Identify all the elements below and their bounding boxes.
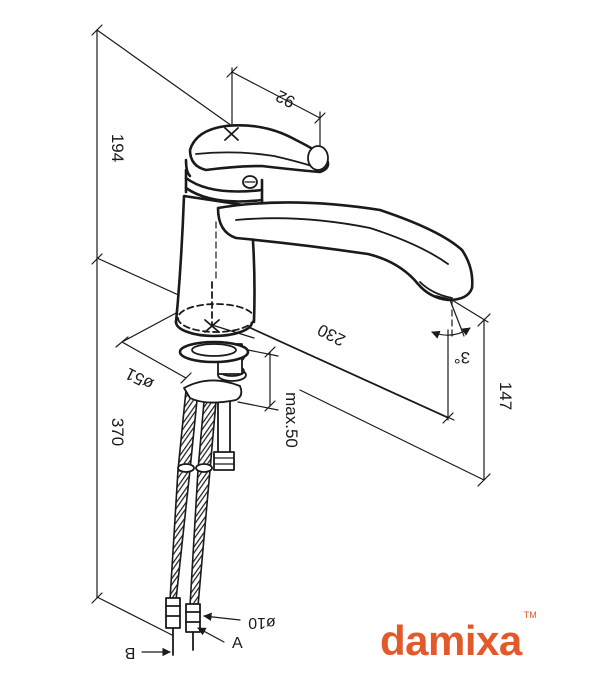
below-counter-label: 370 bbox=[108, 418, 127, 446]
brand-name: damixa bbox=[380, 617, 522, 664]
overall-height-label: 194 bbox=[108, 134, 127, 162]
sealing-ring bbox=[178, 340, 250, 364]
max-thickness-label: max.50 bbox=[282, 392, 301, 448]
hose-diameter-label: ø10 bbox=[248, 614, 276, 631]
hose-a-label: A bbox=[232, 635, 243, 652]
spout-height-dimension-line bbox=[299, 299, 491, 487]
height-dimension-line bbox=[91, 24, 103, 604]
base-diameter-dimension-line bbox=[115, 311, 192, 384]
threaded-shank bbox=[213, 391, 235, 471]
lever-length-dimension-line bbox=[226, 66, 326, 151]
spout-angle-label: 3° bbox=[454, 348, 470, 367]
spout-reach-label: 230 bbox=[315, 320, 349, 350]
spout-angle-indicator bbox=[431, 299, 471, 339]
extension-lines bbox=[96, 29, 455, 636]
trademark-mark: TM bbox=[523, 610, 537, 620]
spout-height-label: 147 bbox=[496, 382, 515, 410]
hose-label-leaders bbox=[141, 612, 241, 657]
lever-length-label: 92 bbox=[273, 86, 298, 112]
hose-b-label: B bbox=[125, 644, 136, 661]
brand-logo: damixaTM bbox=[380, 611, 537, 664]
base-diameter-label: ø51 bbox=[122, 364, 157, 394]
faucet-body bbox=[174, 124, 474, 341]
